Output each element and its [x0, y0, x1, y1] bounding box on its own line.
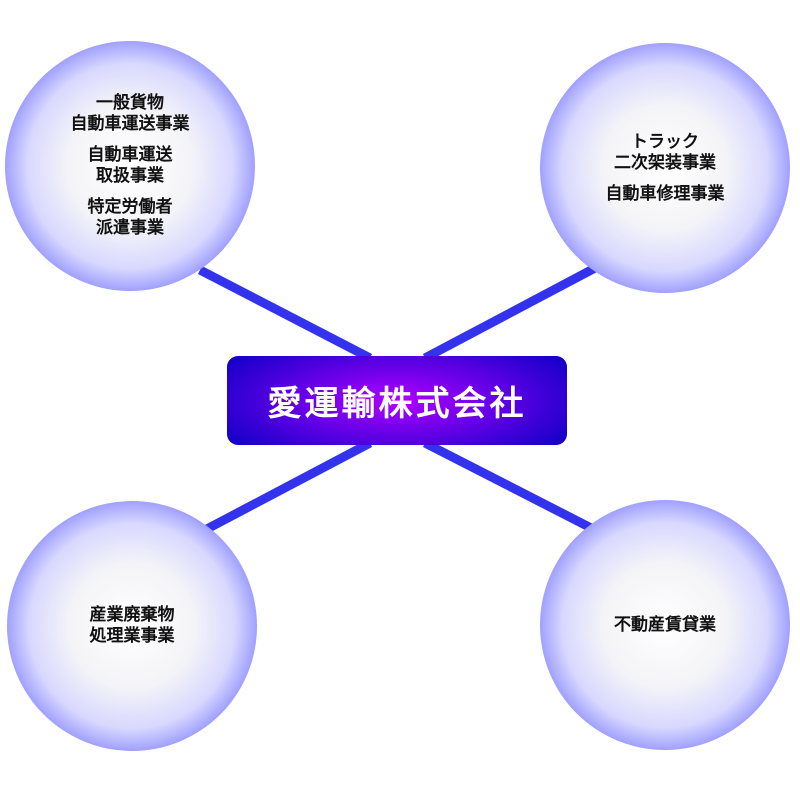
business-label: 自動車修理事業 [605, 183, 725, 204]
connector-top-left [197, 266, 373, 362]
business-label: 自動車運送 取扱事業 [87, 145, 173, 186]
connector-top-right [422, 264, 598, 362]
business-label: 特定労働者 派遣事業 [87, 197, 173, 238]
company-name-box: 愛運輸株式会社 [227, 356, 567, 445]
business-label: 不動産賃貸業 [614, 614, 716, 635]
business-label: 産業廃棄物 処理業事業 [89, 605, 175, 646]
business-circle-realestate: 不動産賃貸業 [540, 500, 790, 750]
business-circle-waste: 産業廃棄物 処理業事業 [7, 501, 257, 751]
business-label: トラック 二次架装事業 [614, 131, 716, 173]
business-label: 一般貨物 自動車運送事業 [70, 93, 190, 134]
business-circle-transport: 一般貨物 自動車運送事業 自動車運送 取扱事業 特定労働者 派遣事業 [5, 41, 255, 291]
connector-bottom-left [202, 439, 373, 534]
business-circle-truck: トラック 二次架装事業 自動車修理事業 [540, 43, 790, 293]
connector-bottom-right [422, 438, 598, 535]
company-name: 愛運輸株式会社 [267, 384, 527, 424]
